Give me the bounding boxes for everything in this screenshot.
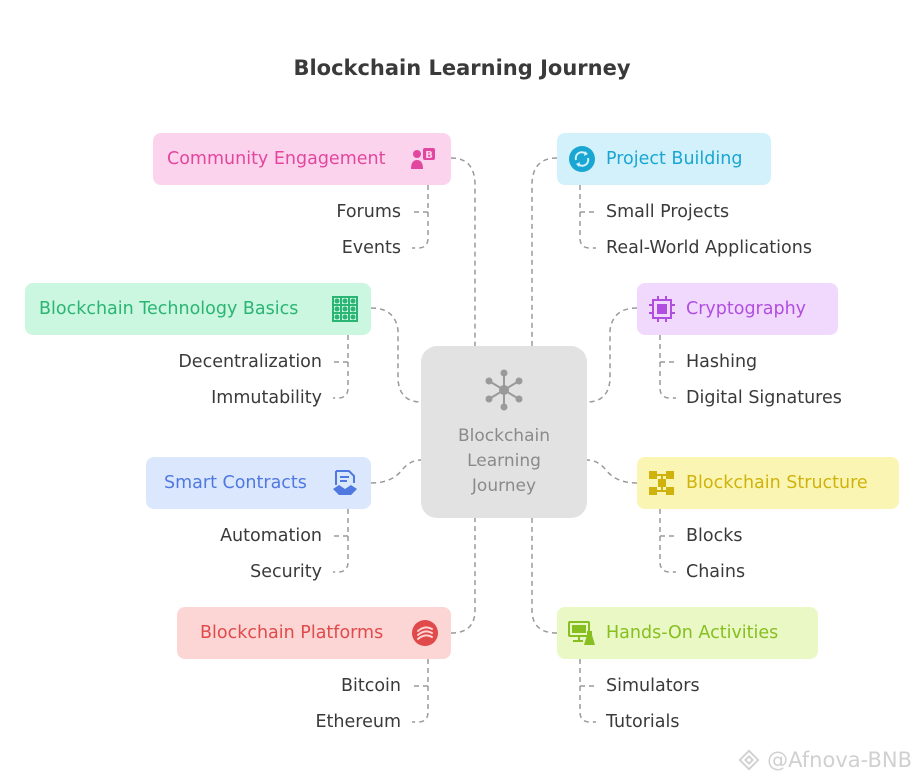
people-bitcoin-icon: B <box>411 148 435 169</box>
connector-handson <box>531 518 558 634</box>
connector-handson-simulators <box>579 659 596 687</box>
branch-hands-on-activities[interactable]: Hands-On Activities <box>557 607 818 659</box>
branch-label: Blockchain Technology Basics <box>39 299 299 319</box>
watermark-text: @Afnova-BNB <box>767 748 912 772</box>
branch-label: Blockchain Platforms <box>200 623 384 643</box>
branch-technology-basics[interactable]: Blockchain Technology Basics <box>25 283 371 335</box>
connector-handson-tutorials <box>579 686 596 723</box>
connector-project <box>531 157 558 346</box>
connector-smart-security <box>333 536 349 573</box>
svg-text:B: B <box>425 150 433 161</box>
contract-handshake-icon <box>333 470 357 495</box>
central-topic-line: Blockchain <box>457 426 550 446</box>
central-topic-line: Journey <box>471 476 537 496</box>
branch-blockchain-platforms[interactable]: Blockchain Platforms <box>177 607 451 659</box>
connector-platforms-ethereum <box>412 686 429 723</box>
connector-project-real <box>579 212 596 249</box>
grid-nodes-icon <box>332 296 358 322</box>
branch-label: Community Engagement <box>167 149 386 169</box>
leaf-events: Events <box>341 238 401 258</box>
connector-structure-chains <box>659 536 676 573</box>
leaf-blocks: Blocks <box>686 526 743 546</box>
leaf-hashing: Hashing <box>686 352 758 372</box>
leaf-digital-signatures: Digital Signatures <box>686 388 842 408</box>
connector-smart-automation <box>333 509 349 537</box>
leaf-chains: Chains <box>686 562 746 582</box>
connector-basics-decentralization <box>333 335 349 363</box>
connector-crypto-signatures <box>659 362 676 399</box>
connector-structure-blocks <box>659 509 676 537</box>
connector-crypto-hashing <box>659 335 676 363</box>
sync-circle-icon <box>569 146 595 172</box>
central-topic-label: Blockchain Learning Journey <box>421 424 587 499</box>
connector-basics <box>370 307 422 403</box>
connector-smart <box>370 459 422 484</box>
leaf-real-world-applications: Real-World Applications <box>606 238 812 258</box>
chain-blocks-icon <box>649 471 674 495</box>
branch-cryptography[interactable]: Cryptography <box>637 283 838 335</box>
connector-platforms <box>450 518 476 634</box>
branch-project-building[interactable]: Project Building <box>557 133 771 185</box>
branch-smart-contracts[interactable]: Smart Contracts <box>146 457 371 509</box>
monitor-flask-icon <box>568 621 595 645</box>
branch-label: Project Building <box>606 149 743 169</box>
chip-icon <box>649 296 675 322</box>
leaf-decentralization: Decentralization <box>178 352 322 372</box>
connector-project-small <box>579 185 596 213</box>
leaf-forums: Forums <box>336 202 401 222</box>
branch-label: Cryptography <box>686 299 807 319</box>
leaf-security: Security <box>250 562 322 582</box>
branch-label: Blockchain Structure <box>686 473 868 493</box>
leaf-automation: Automation <box>220 526 322 546</box>
leaf-immutability: Immutability <box>211 388 322 408</box>
branch-label: Hands-On Activities <box>606 623 779 643</box>
leaf-bitcoin: Bitcoin <box>340 676 401 696</box>
connector-crypto <box>586 307 638 403</box>
central-topic[interactable]: Blockchain Learning Journey <box>421 346 587 518</box>
branch-community-engagement[interactable]: Community Engagement B <box>153 133 451 185</box>
connector-basics-immutability <box>333 362 349 399</box>
platform-coin-icon <box>412 620 438 646</box>
central-topic-line: Learning <box>467 451 541 471</box>
leaf-ethereum: Ethereum <box>315 712 402 732</box>
diagram-title: Blockchain Learning Journey <box>293 56 631 80</box>
branch-label: Smart Contracts <box>164 473 307 493</box>
leaf-small-projects: Small Projects <box>606 202 730 222</box>
branch-blockchain-structure[interactable]: Blockchain Structure <box>637 457 899 509</box>
connector-community <box>450 157 476 346</box>
leaf-simulators: Simulators <box>606 676 700 696</box>
connector-community-forums <box>412 185 429 213</box>
leaf-tutorials: Tutorials <box>606 712 680 732</box>
connector-structure <box>586 459 638 484</box>
connector-platforms-bitcoin <box>412 659 429 687</box>
watermark: @Afnova-BNB <box>738 748 912 772</box>
diamond-logo-icon <box>739 749 760 771</box>
connector-community-events <box>412 212 429 249</box>
network-hub-icon <box>485 369 523 411</box>
